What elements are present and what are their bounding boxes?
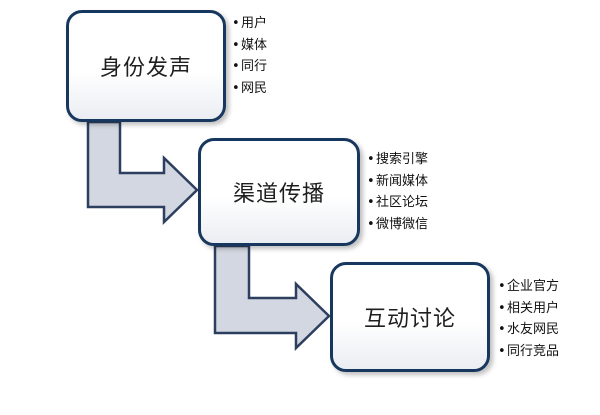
list-item: •网民 <box>232 78 267 100</box>
list-item-label: 媒体 <box>241 37 268 53</box>
bullet: • <box>367 195 375 210</box>
list-item-label: 同行 <box>241 59 268 74</box>
bullet: • <box>498 343 506 359</box>
list-item: •新闻媒体 <box>367 171 428 193</box>
list-item: •用户 <box>232 13 267 35</box>
list-item-label: 相关用户 <box>507 300 560 316</box>
stage-title: 身份发声 <box>99 56 192 81</box>
list-item-label: 企业官方 <box>507 279 560 294</box>
stage-items-list: •搜索引擎 •新闻媒体 •社区论坛 •微博微信 <box>367 149 428 235</box>
list-item: •水友网民 <box>498 319 559 341</box>
stage-title: 渠道传播 <box>232 182 325 207</box>
list-item: •企业官方 <box>498 276 559 298</box>
list-item-label: 微博微信 <box>376 216 429 232</box>
bullet: • <box>367 216 375 232</box>
bullet: • <box>367 152 375 167</box>
list-item-label: 同行竞品 <box>507 343 560 359</box>
connector-arrow-2 <box>213 244 331 351</box>
stage-box-channel: 渠道传播 <box>198 138 360 246</box>
bullet: • <box>367 173 375 189</box>
stage-title: 互动讨论 <box>363 307 456 332</box>
bullet: • <box>232 37 240 53</box>
list-item: •微博微信 <box>367 214 428 236</box>
connector-arrow-1 <box>86 120 199 225</box>
list-item: •相关用户 <box>498 298 559 320</box>
list-item: •同行 <box>232 56 267 78</box>
list-item-label: 社区论坛 <box>376 195 429 210</box>
bullet: • <box>498 279 506 294</box>
list-item: •媒体 <box>232 35 267 57</box>
stage-items-list: •企业官方 •相关用户 •水友网民 •同行竞品 <box>498 276 559 362</box>
list-item-label: 网民 <box>241 80 268 96</box>
bullet: • <box>232 59 240 74</box>
bullet: • <box>498 322 506 337</box>
stage-box-interaction: 互动讨论 <box>330 262 490 372</box>
list-item-label: 水友网民 <box>507 322 560 337</box>
list-item: •搜索引擎 <box>367 149 428 171</box>
list-item: •同行竞品 <box>498 341 559 363</box>
list-item-label: 搜索引擎 <box>376 152 429 167</box>
list-item-label: 新闻媒体 <box>376 173 429 189</box>
bullet: • <box>498 300 506 316</box>
list-item-label: 用户 <box>241 16 268 31</box>
bullet: • <box>232 80 240 96</box>
list-item: •社区论坛 <box>367 192 428 214</box>
stage-items-list: •用户 •媒体 •同行 •网民 <box>232 13 267 99</box>
bullet: • <box>232 16 240 31</box>
stage-box-identity: 身份发声 <box>66 10 226 122</box>
